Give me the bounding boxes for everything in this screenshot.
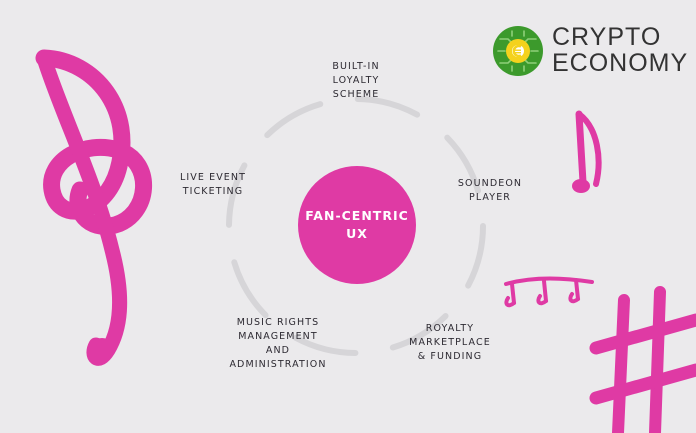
treble-clef-icon <box>35 49 152 366</box>
crypto-coin-icon <box>493 26 543 76</box>
dashed-ring <box>226 96 486 356</box>
logo-text-crypto: CRYPTO <box>552 23 662 51</box>
node-label-player: SOUNDEON PLAYER <box>457 178 523 203</box>
node-label-loyalty: BUILT-IN LOYALTY SCHEME <box>332 61 380 100</box>
brand-logo: CRYPTO ECONOMY <box>492 22 687 78</box>
beamed-notes-icon <box>504 276 594 308</box>
logo-text-economy: ECONOMY <box>552 49 689 77</box>
center-label: FAN-CENTRIC UX <box>305 208 409 241</box>
node-label-royalty: ROYALTY MARKETPLACE & FUNDING <box>409 323 491 362</box>
eighth-note-icon <box>572 110 602 193</box>
node-label-rights: MUSIC RIGHTS MANAGEMENT AND ADMINISTRATI… <box>229 317 327 370</box>
center-node: FAN-CENTRIC UX <box>298 166 416 284</box>
sharp-sign-icon <box>589 286 696 433</box>
node-label-ticketing: LIVE EVENT TICKETING <box>179 172 247 197</box>
